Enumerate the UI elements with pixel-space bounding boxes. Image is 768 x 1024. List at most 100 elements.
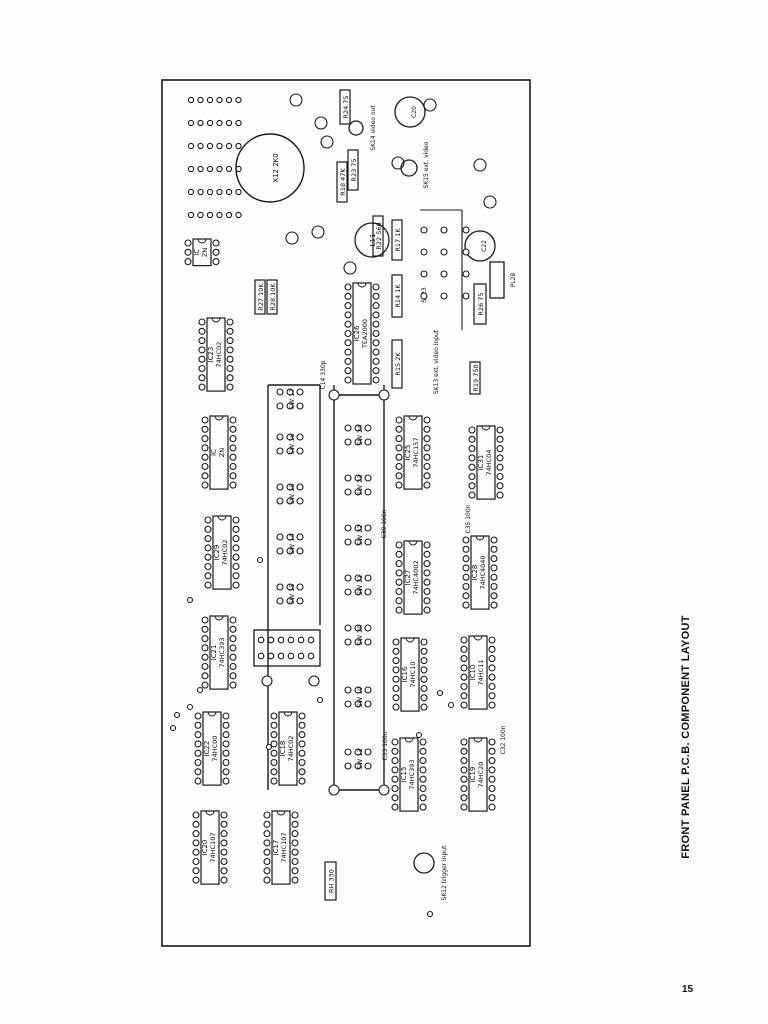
component-label: 74HC20: [477, 762, 485, 788]
solder-pad: [419, 738, 427, 746]
solder-pad: [257, 636, 265, 644]
solder-pad: [187, 96, 195, 104]
solder-pad: [194, 768, 202, 776]
solder-pad: [201, 662, 209, 671]
solder-pad: [296, 583, 304, 591]
solder-pad: [395, 550, 403, 558]
ic-package: [403, 415, 423, 490]
solder-pad: [423, 462, 431, 471]
solder-pad: [488, 673, 496, 681]
solder-pad: [204, 572, 212, 580]
solder-pad: [298, 749, 306, 757]
solder-pad: [201, 416, 209, 424]
component-label: IC29: [213, 545, 221, 561]
solder-pad: [460, 636, 468, 644]
component-label: ZN: [218, 448, 226, 457]
solder-pad: [354, 574, 362, 582]
solder-pad: [201, 481, 209, 489]
solder-pad: [462, 536, 470, 544]
solder-pad: [194, 758, 202, 767]
solder-pad: [184, 248, 192, 256]
component-label: SW 21: [356, 575, 364, 596]
solder-pad: [229, 616, 237, 624]
crystal-can: [235, 133, 305, 203]
solder-pad: [488, 692, 496, 700]
solder-pad: [344, 302, 352, 310]
component-label: IC: [193, 249, 201, 256]
component-label: 74HC4040: [479, 555, 487, 589]
solder-pad: [297, 636, 305, 644]
solder-pad: [488, 794, 496, 802]
component-label: IC21: [210, 645, 218, 661]
plug-pl28: [489, 261, 505, 299]
solder-pad: [220, 876, 228, 884]
solder-pad: [462, 226, 470, 234]
solder-pad: [395, 416, 403, 424]
solder-pad: [395, 425, 403, 433]
solder-pad: [490, 555, 498, 563]
solder-pad: [286, 547, 294, 555]
solder-pad: [354, 700, 362, 708]
solder-pad: [372, 357, 380, 365]
solder-pad: [490, 545, 498, 553]
component-label: SK15 ext. video: [423, 141, 430, 188]
solder-pad: [201, 425, 209, 433]
solder-pad: [263, 857, 271, 866]
solder-pad: [291, 867, 299, 875]
solder-pad: [423, 578, 431, 586]
solder-pad: [364, 700, 372, 708]
component-label: SK14 video out: [370, 105, 377, 151]
component-label: IC31: [477, 455, 485, 471]
solder-pad: [490, 564, 498, 572]
solder-pad: [423, 453, 431, 461]
solder-pad: [186, 703, 194, 711]
caption-text: FRONT PANEL P.C.B. COMPONENT LAYOUT: [680, 615, 692, 859]
solder-pad: [490, 536, 498, 544]
component-label: ZN: [201, 248, 209, 257]
solder-pad: [192, 830, 200, 838]
solder-pad: [192, 867, 200, 875]
solder-pad: [197, 211, 204, 219]
solder-pad: [344, 762, 352, 770]
solder-pad: [198, 355, 206, 363]
electrolytic-cap: [464, 230, 496, 262]
solder-pad: [222, 749, 230, 757]
solder-pad: [216, 96, 223, 104]
solder-pad: [496, 482, 504, 490]
solder-pad: [226, 346, 234, 354]
solder-pad: [460, 747, 468, 755]
component-label: 74HC00: [211, 736, 219, 762]
transistor: [483, 195, 497, 209]
solder-pad: [201, 681, 209, 689]
ic-body: [202, 711, 222, 786]
solder-pad: [226, 374, 234, 382]
solder-pad: [298, 712, 306, 720]
solder-pad: [420, 694, 428, 702]
solder-pad: [296, 402, 304, 410]
component-label: 74HC04: [485, 450, 493, 476]
solder-pad: [296, 433, 304, 441]
solder-pad: [198, 346, 206, 354]
component-label: IC15: [400, 767, 408, 783]
transistor: [391, 156, 405, 170]
solder-pad: [235, 188, 242, 196]
solder-pad: [216, 188, 223, 196]
component-label: C22: [481, 240, 488, 252]
solder-pad: [206, 119, 214, 127]
solder-pad: [372, 320, 380, 328]
solder-pad: [391, 766, 399, 774]
solder-pad: [206, 96, 214, 104]
component-label: IC27: [404, 570, 412, 586]
solder-pad: [391, 794, 399, 802]
solder-pad: [420, 684, 428, 693]
solder-pad: [328, 389, 340, 401]
ic-notch: [214, 615, 224, 621]
solder-pad: [296, 447, 304, 455]
solder-pad: [291, 811, 299, 819]
ic-body: [403, 540, 423, 615]
solder-pad: [229, 444, 237, 452]
solder-pad: [296, 597, 304, 605]
resistor: [347, 149, 359, 191]
solder-pad: [423, 472, 431, 480]
solder-pad: [263, 811, 271, 819]
